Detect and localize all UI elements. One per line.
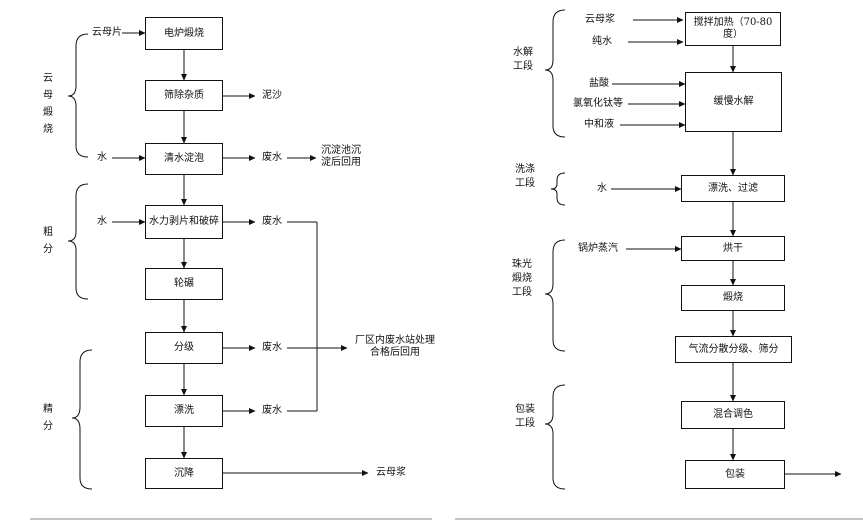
output-plant-wastewater-treatment: 厂区内废水站处理合格后回用 (355, 335, 435, 358)
stage-label-hydrolysis: 水解工段 (513, 47, 533, 72)
input-mica-slurry: 云母浆 (585, 14, 615, 25)
stage-label-packaging: 包装工段 (515, 404, 535, 429)
stage-label-coarse-separation: 粗分 (43, 227, 53, 255)
box-rinse-filter: 漂洗、过滤 (681, 175, 785, 202)
output-mica-slurry: 云母浆 (376, 467, 406, 478)
box-air-classification-screening: 气流分散分级、筛分 (675, 336, 792, 363)
box-mixing-toning: 混合调色 (681, 401, 785, 429)
box-roller-grinding: 轮碾 (145, 268, 223, 300)
input-mica-flake: 云母片 (92, 27, 122, 38)
box-water-soak-sediment: 清水淀泡 (145, 143, 223, 175)
box-calcination: 煅烧 (681, 285, 785, 311)
input-hydrochloric-acid: 盐酸 (589, 78, 609, 89)
input-boiler-steam: 锅炉蒸汽 (578, 243, 618, 254)
stage-label-washing: 洗涤工段 (515, 164, 535, 189)
box-electric-furnace-calcination: 电炉煅烧 (145, 17, 223, 50)
input-water: 水 (97, 152, 107, 163)
box-screen-impurities: 筛除杂质 (145, 80, 223, 111)
box-hydraulic-split-crush: 水力剥片和破碎 (145, 205, 223, 239)
output-wastewater: 废水 (262, 216, 282, 227)
stage-label-mica-calcination: 云母煅烧 (43, 73, 53, 135)
output-silt: 泥沙 (262, 90, 282, 101)
stage-label-fine-separation: 精分 (43, 404, 53, 432)
box-packaging: 包装 (685, 460, 785, 489)
output-wastewater: 废水 (262, 342, 282, 353)
input-water: 水 (97, 216, 107, 227)
output-wastewater: 废水 (262, 152, 282, 163)
input-pure-water: 纯水 (592, 36, 612, 47)
input-water: 水 (597, 183, 607, 194)
output-sediment-reuse-note: 沉淀池沉淀后回用 (321, 145, 361, 168)
box-drying: 烘干 (681, 236, 785, 261)
stage-label-pearl-calcination: 珠光煅烧工段 (512, 259, 532, 298)
box-classification: 分级 (145, 332, 223, 364)
box-settling: 沉降 (145, 458, 223, 489)
input-neutralizer: 中和液 (584, 119, 614, 130)
output-wastewater: 废水 (262, 405, 282, 416)
box-slow-hydrolysis: 缓慢水解 (685, 72, 782, 132)
input-titanium-oxychloride: 氯氧化钛等 (573, 98, 623, 109)
box-rinsing: 漂洗 (145, 395, 223, 427)
box-stir-heating: 搅拌加热（70-80度） (685, 12, 781, 46)
